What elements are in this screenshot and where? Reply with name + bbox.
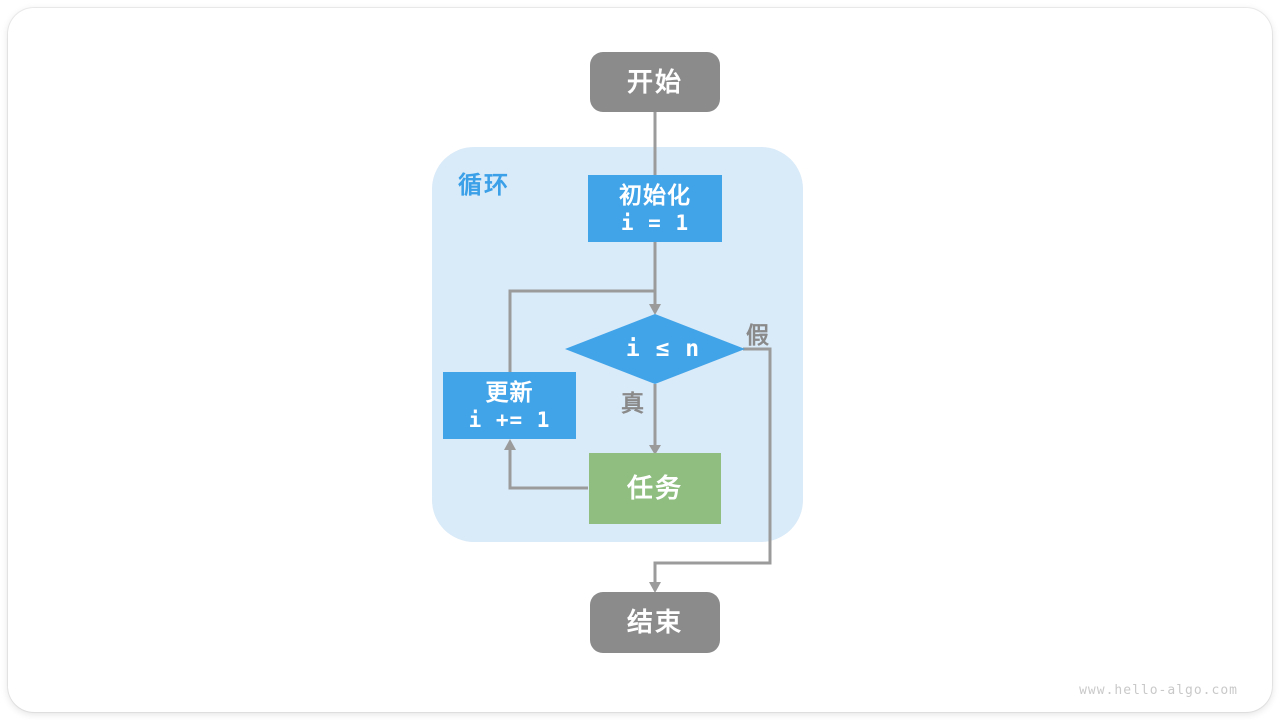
true-branch-label: 真 [621, 390, 645, 416]
update-node-label: 更新 [485, 379, 534, 405]
task-node: 任务 [589, 453, 721, 524]
watermark-url: www.hello-algo.com [1079, 683, 1238, 698]
task-node-label: 任务 [626, 473, 683, 504]
start-node-label: 开始 [626, 66, 683, 97]
update-node-code: i += 1 [468, 407, 551, 432]
init-node: 初始化 i = 1 [588, 175, 722, 242]
init-node-label: 初始化 [619, 182, 691, 208]
init-node-code: i = 1 [620, 210, 690, 235]
false-branch-label: 假 [746, 322, 770, 348]
update-node: 更新 i += 1 [443, 372, 576, 439]
start-node: 开始 [590, 52, 720, 112]
diagram-card: 循环 开始 初始化 i = 1 i ≤ n 假 真 更新 i += 1 任务 [8, 8, 1272, 712]
end-node: 结束 [590, 592, 720, 653]
loop-label: 循环 [458, 172, 510, 199]
condition-node-label: i ≤ n [625, 336, 701, 362]
end-node-label: 结束 [626, 607, 683, 638]
